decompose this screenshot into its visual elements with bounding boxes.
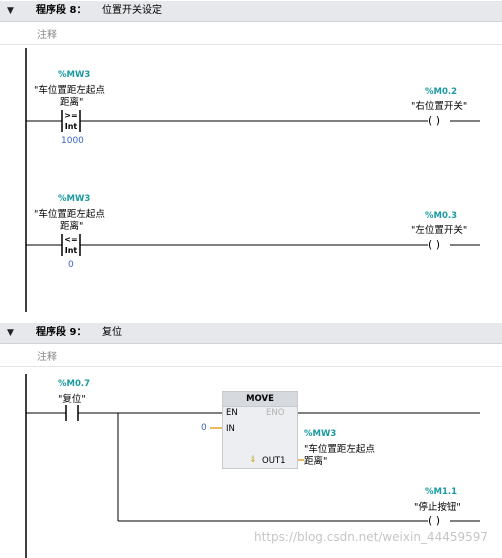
- compare-type: Int: [64, 246, 78, 255]
- move-en-pin: EN: [226, 408, 238, 418]
- coil-symbol[interactable]: "左位置开关": [411, 225, 468, 236]
- move-instruction-box[interactable]: MOVE: [222, 391, 298, 469]
- contact-symbol[interactable]: "复位": [58, 394, 86, 405]
- move-out-symbol-line2[interactable]: 距离": [304, 456, 328, 467]
- coil-address[interactable]: %M0.3: [425, 211, 458, 221]
- compare-symbol-line1[interactable]: "车位置距左起点: [34, 209, 105, 220]
- segment-title: 复位: [102, 327, 122, 338]
- segment-number: 程序段 8：: [36, 5, 87, 16]
- coil-icon[interactable]: ( ): [428, 514, 441, 527]
- move-out-symbol-line1[interactable]: "车位置距左起点: [304, 444, 375, 455]
- move-out-address[interactable]: %MW3: [304, 429, 337, 439]
- compare-operator: <=: [64, 235, 78, 244]
- compare-operator: >=: [64, 111, 78, 120]
- segment-9-comment-row[interactable]: 注释: [0, 344, 502, 367]
- coil-symbol[interactable]: "右位置开关": [411, 101, 468, 112]
- compare-address[interactable]: %MW3: [58, 70, 91, 80]
- compare-symbol-line1[interactable]: "车位置距左起点: [34, 85, 105, 96]
- compare-type: Int: [64, 122, 78, 131]
- contact-address[interactable]: %M0.7: [58, 379, 91, 389]
- coil-icon[interactable]: ( ): [428, 114, 441, 127]
- watermark: https://blog.csdn.net/weixin_44459597: [254, 530, 489, 544]
- compare-symbol-line2[interactable]: 距离": [60, 97, 84, 108]
- coil-symbol[interactable]: "停止按钮": [414, 502, 461, 513]
- move-out-pin: OUT1: [262, 456, 286, 466]
- compare-value[interactable]: 0: [68, 260, 74, 270]
- move-title: MOVE: [223, 392, 297, 407]
- move-in-pin: IN: [226, 424, 235, 434]
- move-in-value[interactable]: 0: [201, 423, 207, 433]
- compare-address[interactable]: %MW3: [58, 194, 91, 204]
- segment-title: 位置开关设定: [102, 5, 162, 16]
- segment-number: 程序段 9：: [36, 327, 87, 338]
- compare-value[interactable]: 1000: [61, 136, 84, 146]
- segment-8-comment-row[interactable]: 注释: [0, 22, 502, 45]
- segment-8-header[interactable]: ▼ 程序段 8： 位置开关设定: [0, 1, 502, 22]
- collapse-triangle-icon[interactable]: ▼: [7, 328, 14, 338]
- coil-address[interactable]: %M1.1: [425, 487, 458, 497]
- compare-symbol-line2[interactable]: 距离": [60, 221, 84, 232]
- segment-9-header[interactable]: ▼ 程序段 9： 复位: [0, 323, 502, 344]
- out-arrow-icon: ⇓: [249, 455, 257, 465]
- segment-comment[interactable]: 注释: [37, 352, 57, 363]
- coil-icon[interactable]: ( ): [428, 238, 441, 251]
- move-eno-pin: ENO: [266, 408, 285, 418]
- collapse-triangle-icon[interactable]: ▼: [7, 6, 14, 16]
- segment-comment[interactable]: 注释: [37, 30, 57, 41]
- coil-address[interactable]: %M0.2: [425, 87, 458, 97]
